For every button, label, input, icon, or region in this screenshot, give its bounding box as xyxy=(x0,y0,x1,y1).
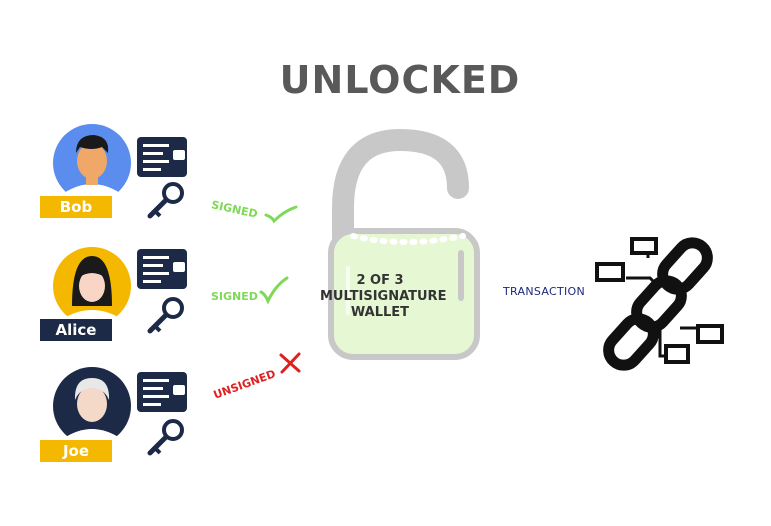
signer-name-label: Joe xyxy=(40,440,112,462)
transaction-label: TRANSACTION xyxy=(503,285,586,298)
cross-icon xyxy=(279,352,301,374)
chain-icon xyxy=(595,237,724,371)
wallet-label-line: MULTISIGNATURE xyxy=(320,289,447,304)
hardware-key-icon xyxy=(137,137,187,177)
key-icon xyxy=(147,182,184,219)
signature-status: SIGNED xyxy=(210,198,259,221)
hardware-key-icon xyxy=(137,249,187,289)
signature-status: UNSIGNED xyxy=(211,367,278,402)
key-icon xyxy=(147,419,184,456)
wallet-label: 2 OF 3 MULTISIGNATURE WALLET xyxy=(320,273,447,321)
signer-name-label: Bob xyxy=(40,196,112,218)
wallet-label-line: 2 OF 3 xyxy=(356,273,404,288)
wallet-label-line: WALLET xyxy=(350,305,410,320)
key-icon xyxy=(147,297,184,334)
user-avatar-icon xyxy=(53,247,131,326)
hardware-key-icon xyxy=(137,372,187,412)
user-avatar-icon xyxy=(53,124,131,203)
check-icon xyxy=(259,276,289,305)
signer-name-label: Alice xyxy=(40,319,112,341)
padlock-icon xyxy=(328,128,480,360)
page-title: UNLOCKED xyxy=(279,58,521,102)
signature-status: SIGNED xyxy=(211,290,258,303)
check-icon xyxy=(264,205,298,224)
user-avatar-icon xyxy=(53,367,131,446)
